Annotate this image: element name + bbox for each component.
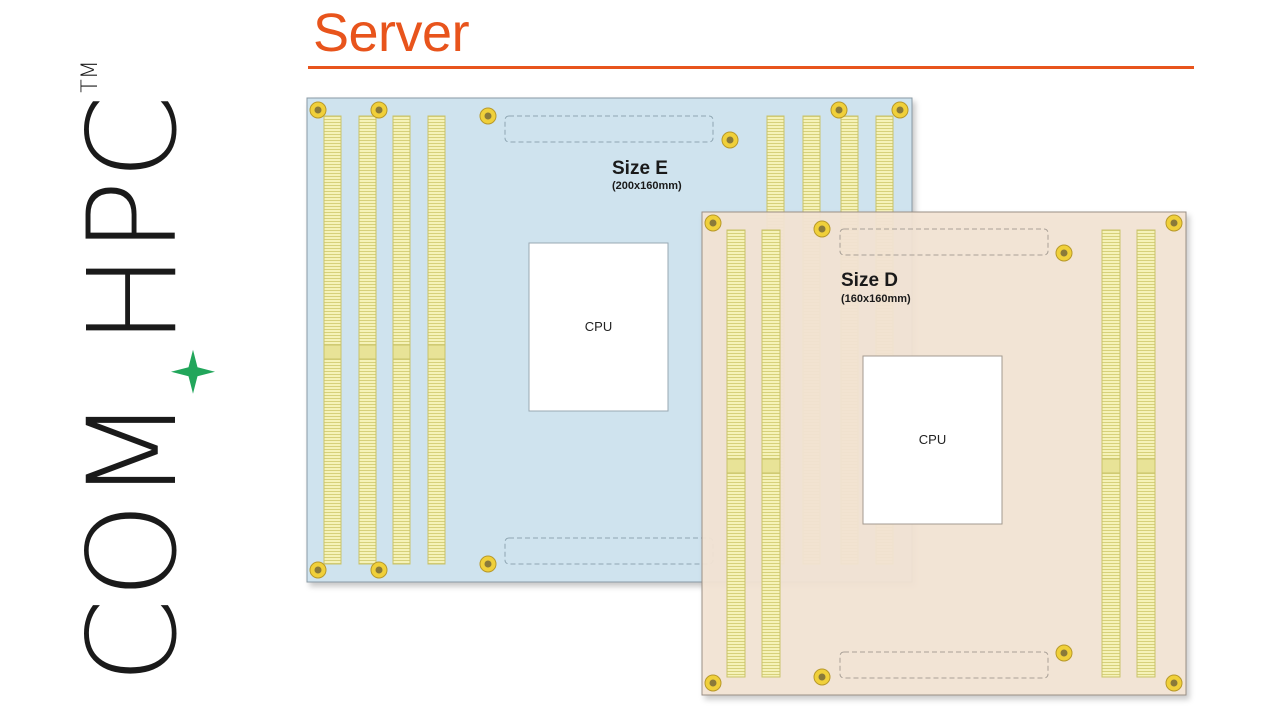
mounting-hole xyxy=(1165,674,1183,692)
mounting-hole xyxy=(830,101,848,119)
board-d-connector-bottom xyxy=(839,651,1049,679)
dimm-slot xyxy=(1101,229,1121,678)
board-d-dimm-slots xyxy=(726,229,1156,678)
mounting-hole xyxy=(721,131,739,149)
dimm-slot xyxy=(1136,229,1156,678)
dimm-slot xyxy=(323,115,342,565)
board-d-cpu xyxy=(862,355,1003,525)
mounting-hole xyxy=(1165,214,1183,232)
board-e-connector-top xyxy=(504,115,714,143)
board-e-cpu xyxy=(528,242,669,412)
board-e-size-label: Size E xyxy=(612,158,668,179)
star-icon xyxy=(114,347,215,395)
com-hpc-logo: COMHPCTM xyxy=(62,60,215,684)
mounting-hole xyxy=(370,561,388,579)
board-d-cpu-label: CPU xyxy=(919,432,946,447)
mounting-hole xyxy=(1055,244,1073,262)
board-e-mounting-holes xyxy=(309,101,909,579)
board-d-size-label: Size D xyxy=(841,270,898,291)
board-e-connector-bottom xyxy=(504,537,714,565)
mounting-hole xyxy=(309,561,327,579)
mounting-hole xyxy=(891,101,909,119)
board-size-d: CPU Size D (160x160mm) xyxy=(701,211,1187,696)
mounting-hole xyxy=(813,668,831,686)
board-d-mounting-holes xyxy=(704,214,1183,692)
board-e-cpu-label: CPU xyxy=(585,319,612,334)
page-title: Server xyxy=(313,3,470,63)
board-d-connector-top xyxy=(839,228,1049,256)
board-e-dimensions: (200x160mm) xyxy=(612,180,682,192)
dimm-slot xyxy=(726,229,746,678)
dimm-slot xyxy=(392,115,411,565)
mounting-hole xyxy=(479,555,497,573)
mounting-hole xyxy=(479,107,497,125)
mounting-hole xyxy=(1055,644,1073,662)
mounting-hole xyxy=(704,674,722,692)
mounting-hole xyxy=(370,101,388,119)
dimm-slot xyxy=(427,115,446,565)
mounting-hole xyxy=(309,101,327,119)
dimm-slot xyxy=(761,229,781,678)
mounting-hole xyxy=(813,220,831,238)
dimm-slot xyxy=(358,115,377,565)
board-d-dimensions: (160x160mm) xyxy=(841,293,911,305)
title-underline xyxy=(308,66,1194,69)
mounting-hole xyxy=(704,214,722,232)
